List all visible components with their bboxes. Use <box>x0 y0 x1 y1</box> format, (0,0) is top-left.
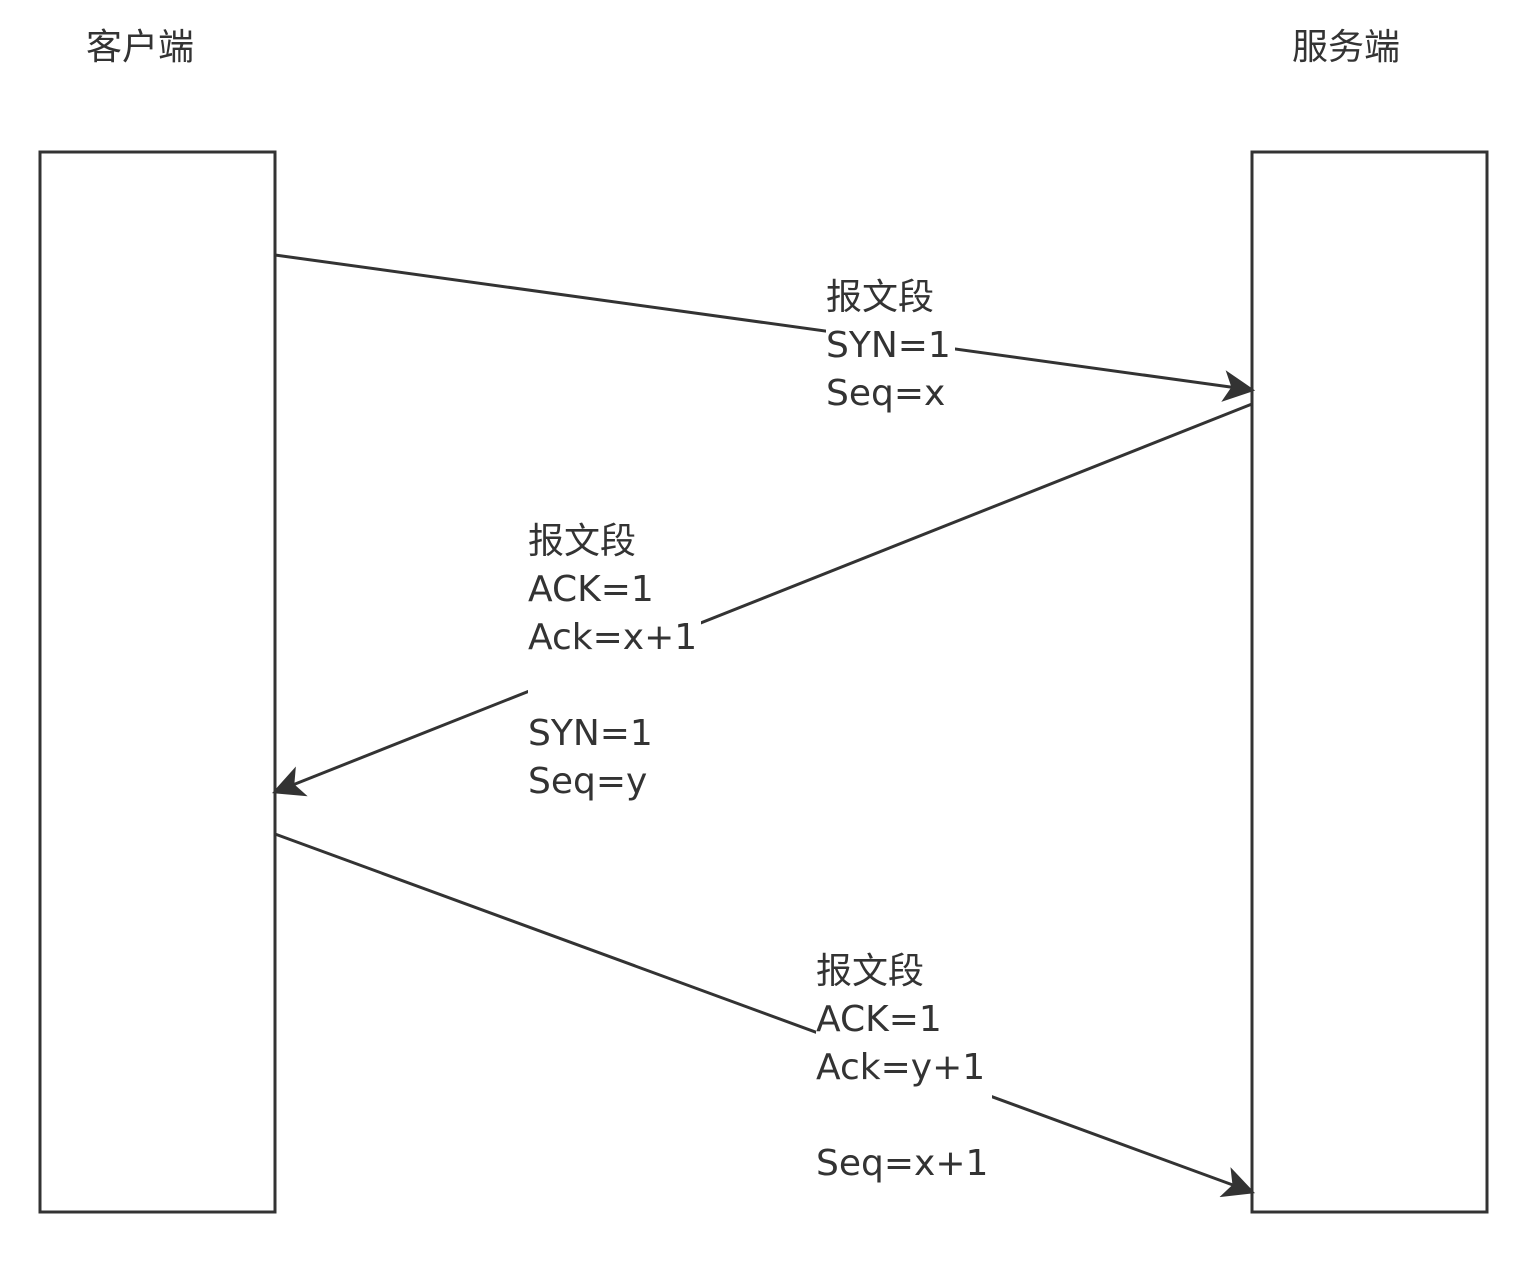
client-lifeline-box <box>38 150 277 1214</box>
syn-message-label: 报文段 SYN=1 Seq=x <box>826 274 955 418</box>
message-line: Ack=x+1 <box>528 617 698 658</box>
message-line: Seq=x <box>826 373 946 414</box>
message-line: 报文段 <box>528 521 637 562</box>
synack-arrow <box>272 402 1253 797</box>
message-line: SYN=1 <box>528 713 653 754</box>
message-line: ACK=1 <box>816 999 942 1040</box>
message-line: 报文段 <box>816 951 925 992</box>
message-line: Seq=x+1 <box>816 1143 989 1184</box>
message-line-blank <box>528 662 697 710</box>
server-lifeline-box <box>1250 150 1489 1214</box>
message-line-blank <box>816 1092 988 1140</box>
message-line: SYN=1 <box>826 325 951 366</box>
message-line: Seq=y <box>528 761 648 802</box>
message-line: ACK=1 <box>528 569 654 610</box>
message-line: Ack=y+1 <box>816 1047 986 1088</box>
ack-arrow <box>274 832 1256 1198</box>
synack-message-label: 报文段 ACK=1 Ack=x+1 SYN=1 Seq=y <box>528 518 702 806</box>
message-line: 报文段 <box>826 277 935 318</box>
client-title: 客户端 <box>86 27 195 68</box>
server-title: 服务端 <box>1292 27 1401 68</box>
ack-message-label: 报文段 ACK=1 Ack=y+1 Seq=x+1 <box>816 948 993 1188</box>
syn-arrow <box>274 253 1256 402</box>
